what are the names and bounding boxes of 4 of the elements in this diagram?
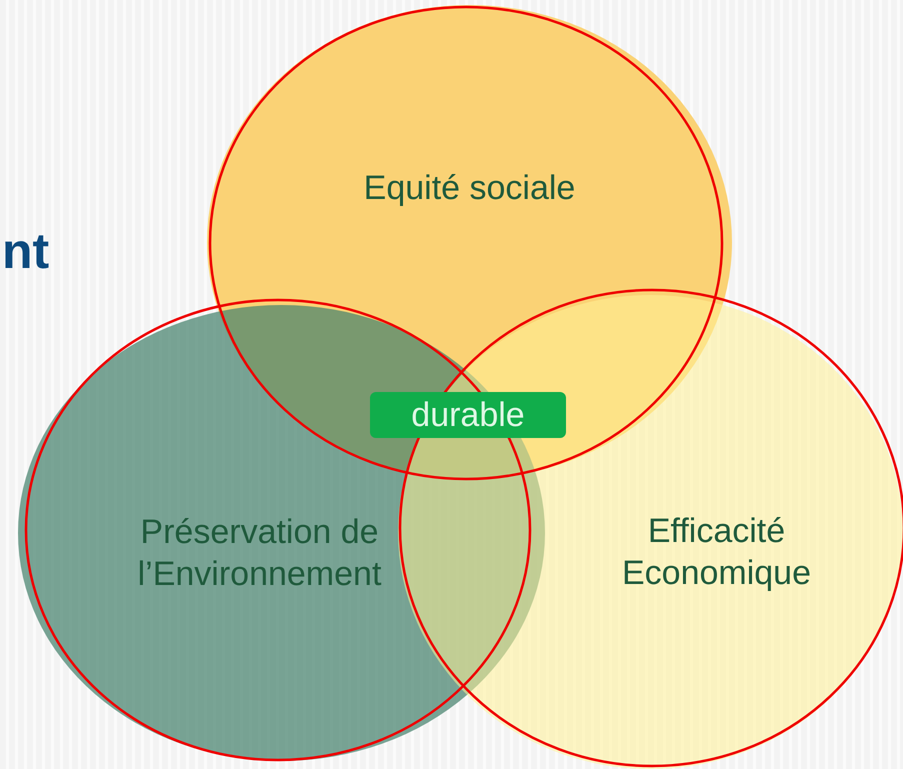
circle-label: Préservation de l’Environnement	[136, 512, 382, 595]
title-text: nt	[2, 222, 50, 280]
circle-label: Equité sociale	[364, 168, 576, 209]
circle-label: Efficacité Economique	[620, 510, 812, 594]
